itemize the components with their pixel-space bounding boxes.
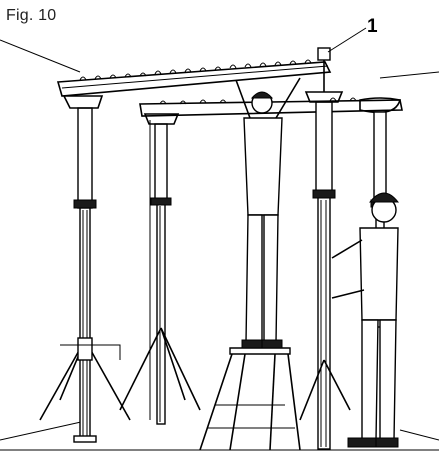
- top-beam: [56, 59, 332, 97]
- figure-label: Fig. 10: [6, 7, 57, 24]
- tripod-right: [299, 359, 351, 421]
- worker-on-ladder: [235, 77, 301, 349]
- tripod-center: [119, 327, 201, 411]
- prop-front: [304, 27, 367, 450]
- prop-center: [143, 113, 180, 425]
- callout-number: 1: [367, 16, 378, 37]
- worker-holding-prop: [331, 192, 400, 448]
- step-ladder: [199, 347, 301, 451]
- room-background: [0, 39, 439, 441]
- prop-left: [62, 95, 104, 443]
